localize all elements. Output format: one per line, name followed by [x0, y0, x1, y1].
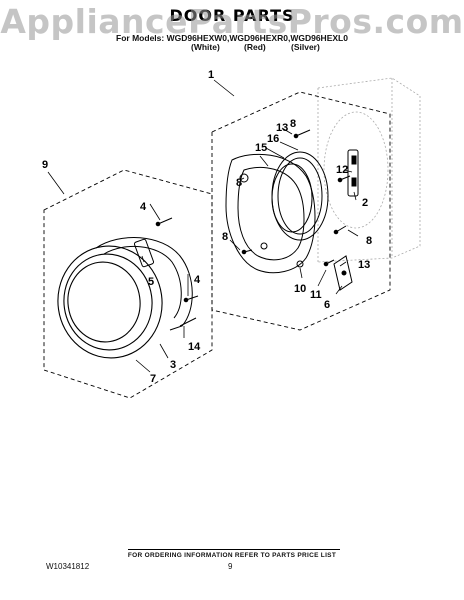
- color-white: (White): [191, 42, 220, 52]
- outer-door-ring: [57, 245, 163, 359]
- callout-4: 4: [140, 201, 147, 213]
- screws-right: [241, 129, 351, 267]
- watermark: AppliancePartsPros.com: [0, 2, 464, 41]
- color-silver: (Silver): [291, 42, 320, 52]
- footer-rule: [128, 549, 340, 550]
- callout-16: 16: [267, 133, 279, 145]
- callout-8b: 8: [236, 177, 242, 189]
- callout-13: 13: [276, 122, 288, 134]
- callout-8c: 8: [366, 235, 372, 247]
- callout-12: 12: [336, 164, 348, 176]
- latch-plate: [333, 255, 353, 291]
- leader-lines: [47, 79, 359, 373]
- cabinet-outline: [317, 77, 421, 263]
- door-glass-gasket: [271, 151, 329, 241]
- page-title: DOOR PARTS: [169, 6, 295, 25]
- callout-3: 3: [170, 359, 176, 371]
- callout-7: 7: [150, 373, 156, 385]
- callout-13b: 13: [358, 259, 370, 271]
- callout-8d: 8: [222, 231, 228, 243]
- inner-door-trim: [95, 237, 197, 331]
- callout-8: 8: [290, 118, 296, 130]
- callout-1: 1: [208, 69, 214, 81]
- inner-door-frame: [225, 153, 316, 274]
- callout-14: 14: [188, 341, 201, 353]
- models-line: For Models: WGD96HEXW0,WGD96HEXR0,WGD96H…: [116, 33, 348, 43]
- document-number: W10341812: [46, 562, 90, 571]
- color-red: (Red): [244, 42, 266, 52]
- hinge: [347, 149, 359, 197]
- screws-left: [155, 217, 199, 303]
- callout-5: 5: [148, 276, 154, 288]
- footer-note: FOR ORDERING INFORMATION REFER TO PARTS …: [127, 552, 337, 559]
- callout-2: 2: [362, 197, 368, 209]
- callout-9: 9: [42, 159, 48, 171]
- page-number: 9: [228, 562, 233, 571]
- callout-6: 6: [324, 299, 330, 311]
- outer-door-box: [43, 169, 213, 399]
- callout-11: 11: [310, 289, 322, 301]
- callout-4b: 4: [194, 274, 201, 286]
- callout-10: 10: [294, 283, 306, 295]
- callout-15: 15: [255, 142, 267, 154]
